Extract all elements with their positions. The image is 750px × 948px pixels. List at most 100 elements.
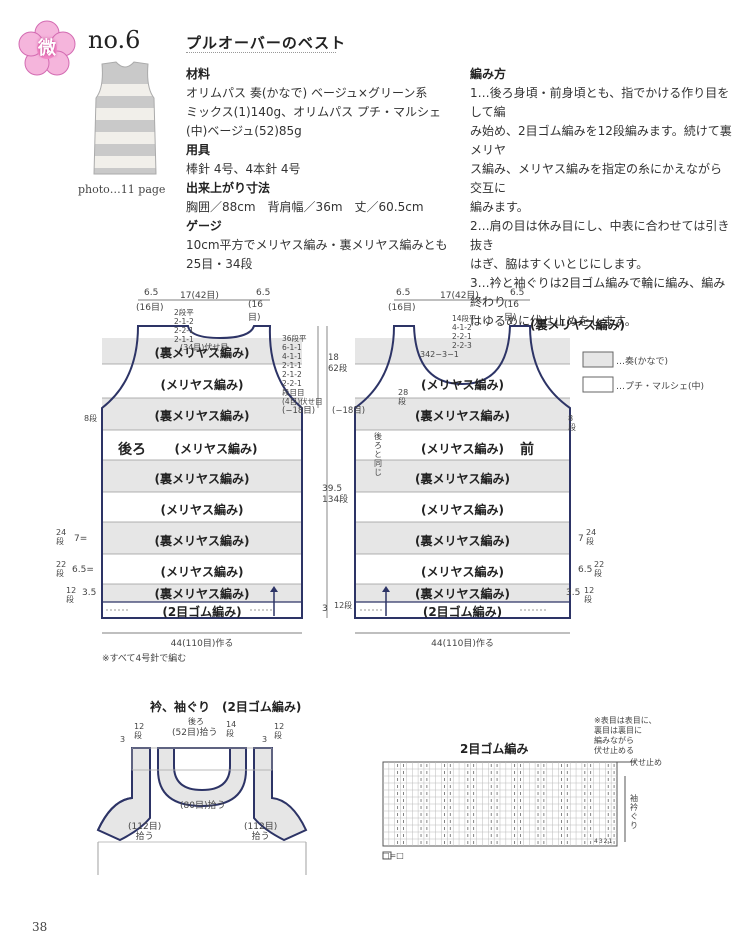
back-arm-row: 2-1-1 [282,361,302,370]
tools-heading: 用具 [186,143,211,157]
back-left-dim: 6.5= [72,565,94,575]
back-arm-row: 2-2-1 [282,379,302,388]
materials-heading: 材料 [186,67,211,81]
front-side-decrease: (−18目) [332,406,366,416]
collar-back-label: 後ろ [188,717,204,726]
back-band-label: (裏メリヤス編み) [154,534,250,548]
back-rib-label: (2目ゴム編み) [162,605,242,619]
front-right-dim: 12段 [584,586,595,604]
back-side-decrease: (−18目) [282,406,316,416]
instructions-heading: 編み方 [470,67,507,81]
pattern-number: no.6 [88,26,141,54]
back-cast-on: 44(110目)作る [170,639,234,649]
back-arm-row: 4-1-1 [282,352,302,361]
back-left-dim: 8段 [84,414,98,423]
back-piece-label: 後ろ [118,442,146,458]
back-left-dim: 3.5 [82,588,97,598]
size-text: 胸囲／88cm 背肩幅／36m 丈／60.5cm [186,200,424,214]
front-right-dim: 24段 [586,528,597,546]
armhole-left-count: (112目) [128,822,162,832]
armhole-depth: 18 [328,353,339,363]
back-left-dim: 7= [74,534,88,544]
front-rib-label: (2目ゴム編み) [422,605,503,619]
back-band-label: (メリヤス編み) [160,565,244,579]
size-heading: 出来上がり寸法 [186,181,271,195]
instruction-line: み始め、2目ゴム編みを12段編みます。続けて裏メリヤ [470,124,732,157]
collar-back-count: (52目)拾う [172,728,218,738]
front-band-label: (裏メリヤス編み) [415,409,510,423]
back-band-label: (裏メリヤス編み) [154,587,250,601]
needle-note: ※すべて4号針で編む [102,654,187,664]
instructions-block: 編み方 1…後ろ身頃・前身頃とも、指でかける作り目をして編 み始め、2目ゴム編み… [470,65,732,331]
back-arm-row: 2-1-2 [282,370,302,379]
page-number: 38 [32,920,48,934]
back-shoulder-width-left: 6.5 [144,288,159,298]
back-band-label: (メリヤス編み) [160,503,244,517]
front-neck-row: 2-2-1 [452,332,472,341]
legend-swatch-petit [582,376,614,393]
pattern-title: プルオーバーのベスト [186,34,347,52]
materials-block: 材料 オリムパス 奏(かなで) ベージュ×グリーン系 ミックス(1)140g、オ… [186,65,456,274]
front-shoulder-width-left: 6.5 [396,288,411,298]
front-neck-width: 17(42目) [440,291,479,301]
body-length: 39.5 [322,484,343,494]
material-line: ミックス(1)140g、オリムパス プチ・マルシェ [186,105,441,119]
collar-front-count: (80目)拾う [180,801,226,811]
front-band-label: (裏メリヤス編み) [415,587,510,601]
back-neck-bind-off: (34目)伏せ目 [180,343,229,352]
armhole-left-pick: 拾う [135,832,154,842]
back-left-dim: 22段 [56,560,67,578]
gauge-line: 10cm平方でメリヤス編み・裏メリヤス編みとも [186,238,448,252]
vest-photo [90,58,160,176]
collar-dim: 3 [120,735,126,744]
rib-note-line: 編みながら [594,736,634,745]
collar-dim: 14段 [226,720,237,738]
armhole-right-pick: 拾う [251,832,270,842]
front-band-label: (メリヤス編み) [421,442,504,456]
rib-chart-title: 2目ゴム編み [460,742,529,756]
front-band-label: (裏メリヤス編み) [415,472,510,486]
back-band-label: (裏メリヤス編み) [154,409,250,423]
title-underline [186,52,336,56]
front-neck-center: 342−3−1 [420,350,459,359]
back-left-dim: 24段 [56,528,67,546]
instruction-line: はゆるめに伏せ止めをします。 [470,314,637,328]
front-band-label: (裏メリヤス編み) [530,318,625,332]
armhole-right-count: (112目) [244,822,278,832]
front-piece [354,325,571,619]
back-band-label: (メリヤス編み) [174,442,258,456]
back-shoulder-stitches-right: (16目) [248,300,263,323]
rib-bind-off-label: 伏せ止め [630,758,662,767]
back-arm-row: 6-1-1 [282,343,302,352]
front-neck-row: 2-2-3 [452,341,472,350]
back-neck-width: 17(42目) [180,291,219,301]
collar-dim: 12段 [134,722,145,740]
rib-key: □=□ [382,851,404,860]
front-neck-row: 4-1-2 [452,323,472,332]
rib-note-line: ※表目は表目に、 [594,716,657,725]
body-rows: 134段 [322,495,349,505]
back-arm-row: 段目目 [282,388,305,397]
front-right-dim: 8段 [568,414,576,432]
collar-section-title: 衿、袖ぐり (2目ゴム編み) [150,700,302,714]
back-band-label: (メリヤス編み) [160,378,244,392]
legend-petit-label: …プチ・マルシェ(中) [616,382,705,392]
rib-side-label: 袖衿ぐり [630,794,638,830]
rib-note-line: 伏せ止める [594,746,634,755]
back-band-label: (裏メリヤス編み) [154,472,250,486]
front-shoulder-stitches-right: (16目) [504,300,519,323]
back-shoulder-stitches-left: (16目) [136,303,164,313]
front-cast-on: 44(110目)作る [431,639,494,649]
tools-text: 棒針 4号、4本針 4号 [186,162,301,176]
back-neck-row: 2-1-1 [174,335,194,344]
rib-height: 3 [322,604,328,614]
material-line: (中)ベージュ(52)85g [186,124,302,138]
front-neck-depth: 28段 [398,388,409,406]
rib-chart [382,761,636,860]
front-band-label: (メリヤス編み) [421,378,504,392]
same-as-back-note: 後ろと同じ [374,432,382,477]
gauge-line: 25目・34段 [186,257,253,271]
instruction-line: 3…衿と袖ぐりは2目ゴム編みで輪に編み、編み終わり [470,276,726,309]
front-right-dim: 22段 [594,560,605,578]
